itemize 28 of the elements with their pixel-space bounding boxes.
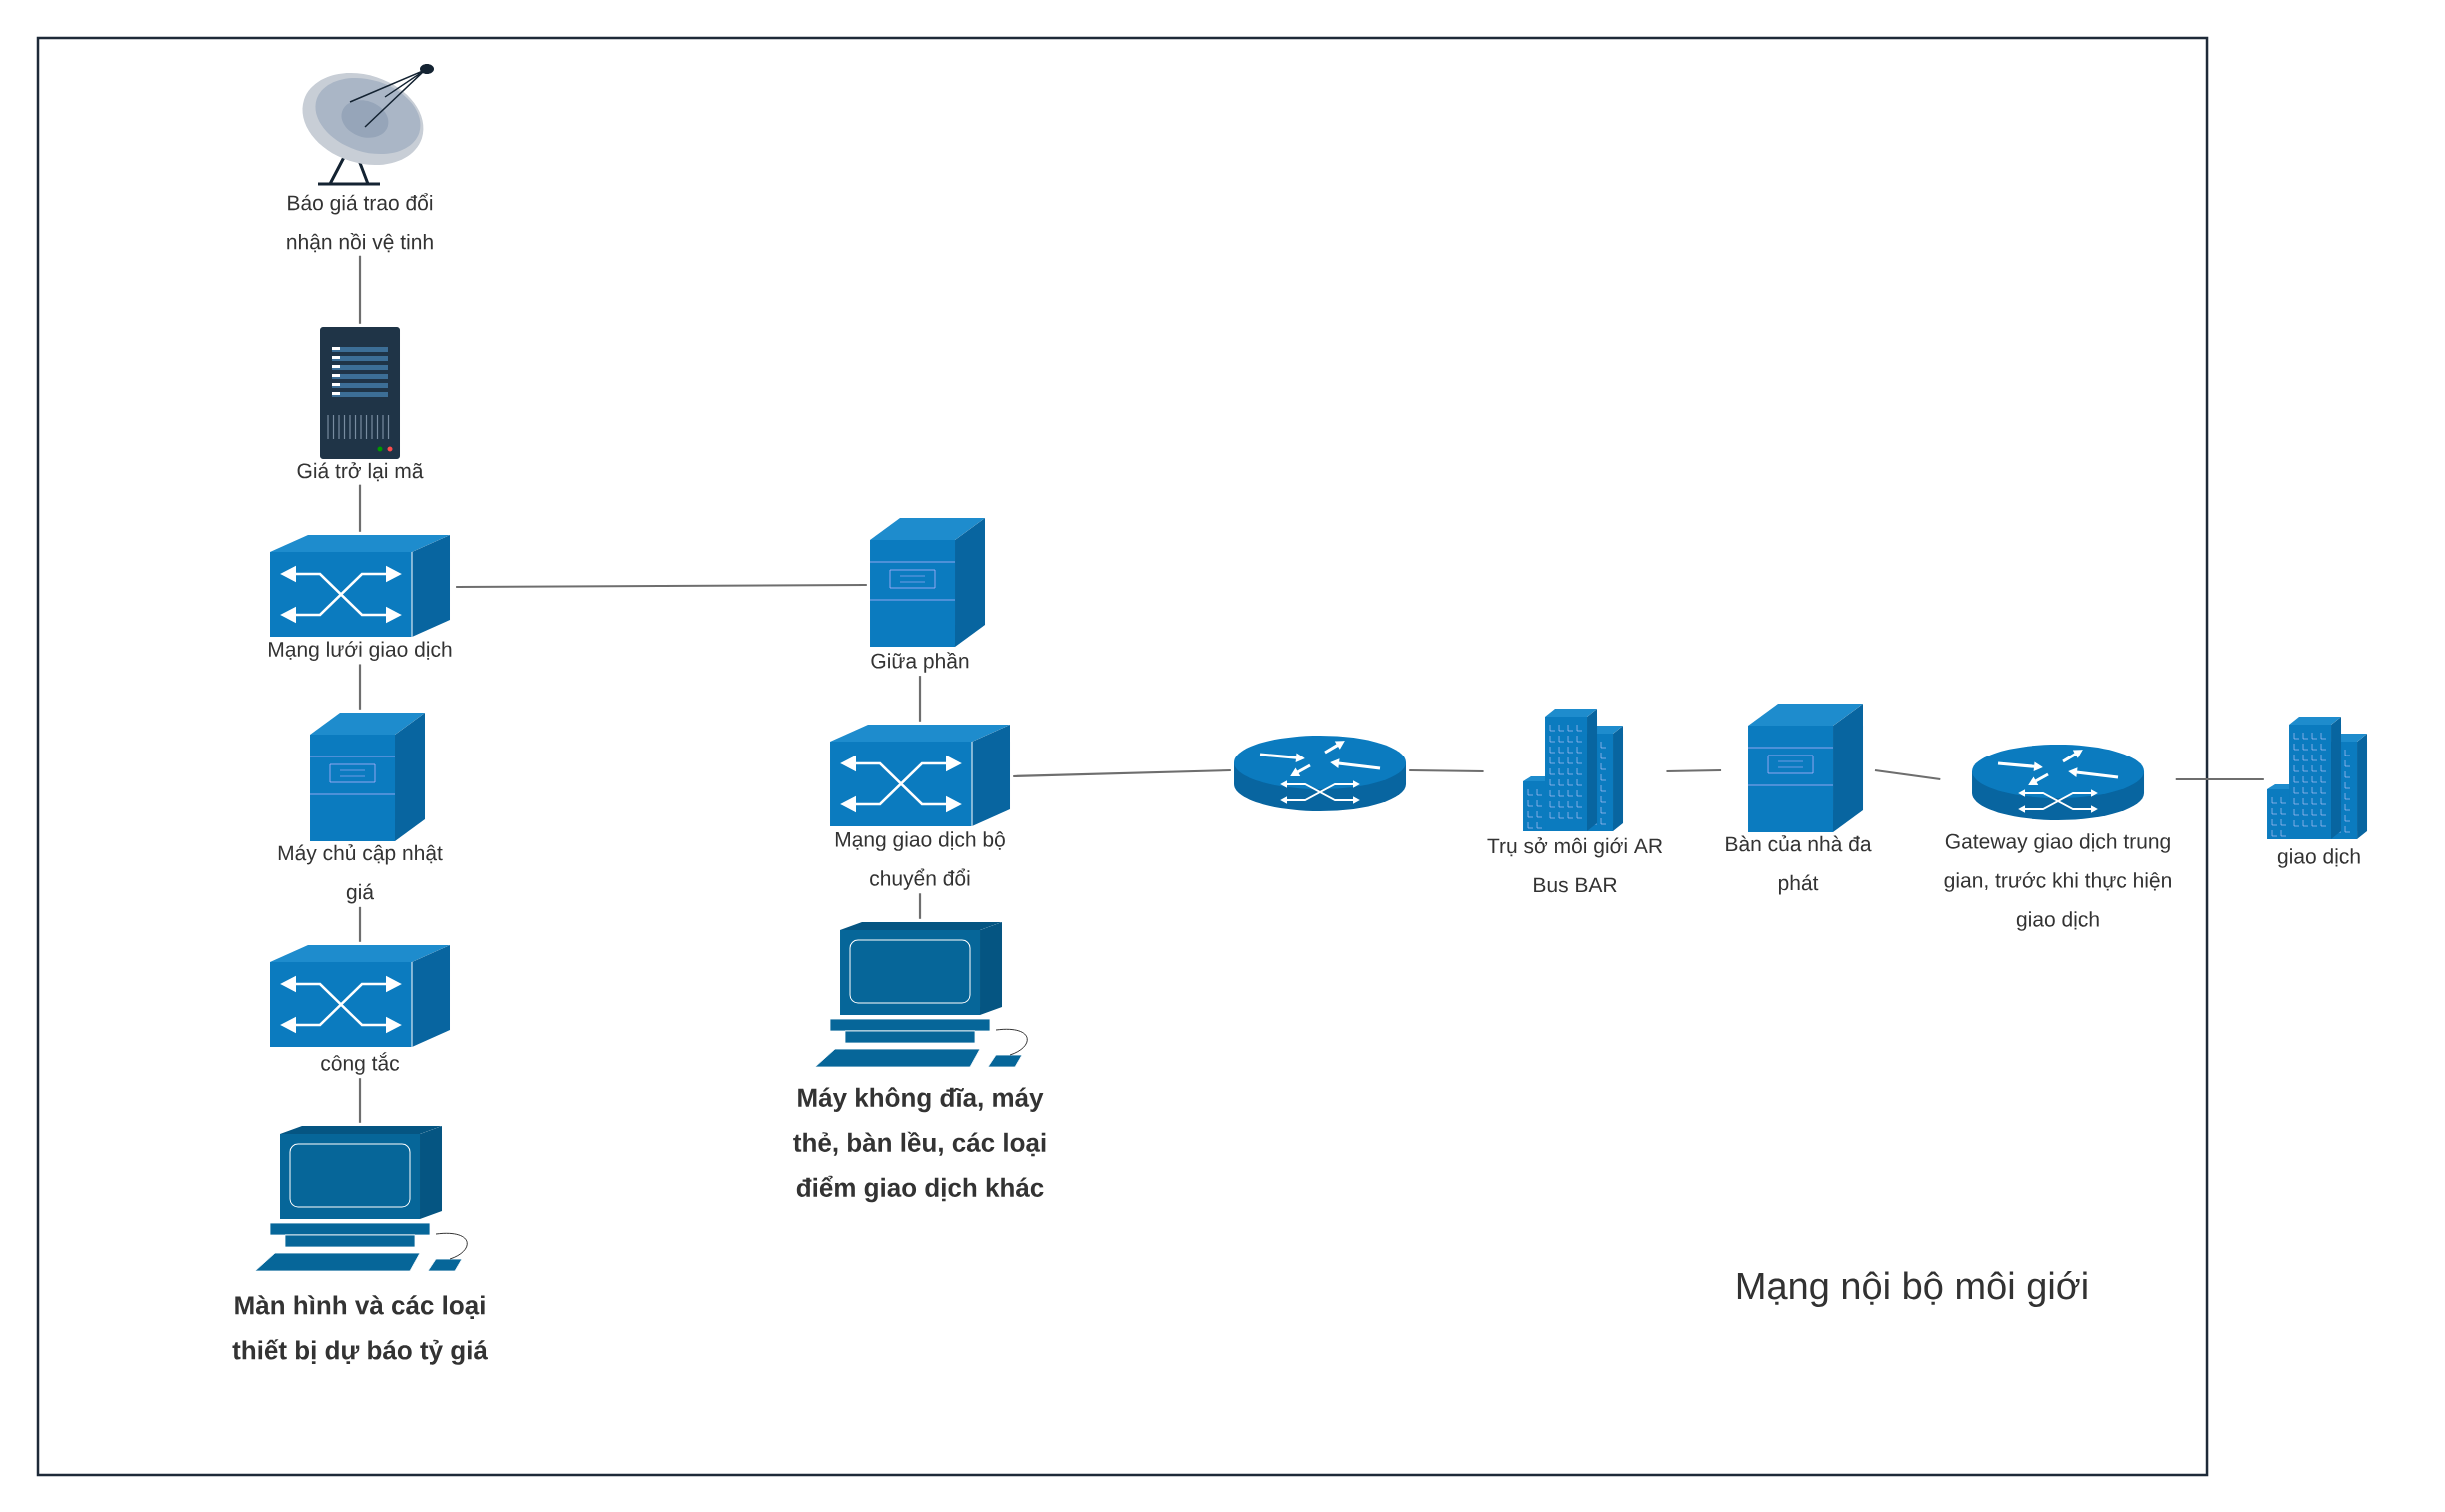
connector-line: [918, 676, 922, 722]
node-label: Giá trở lại mã: [297, 462, 424, 482]
node-label: Bàn của nhà đa phát: [1726, 835, 1872, 895]
connector-line: [358, 906, 362, 942]
connector-line: [1874, 768, 1941, 781]
connector-line: [2175, 777, 2264, 781]
node-label: giao dịch: [2277, 848, 2360, 868]
node-label: Trụ sở môi giới AR Bus BAR: [1487, 837, 1663, 893]
connector-line: [918, 893, 922, 919]
connector-line: [456, 583, 867, 589]
node-label: Mạng giao dịch bộ chuyển đổi: [835, 831, 1005, 890]
connector-line: [358, 255, 362, 324]
connector-line: [1409, 768, 1484, 773]
node-label: Báo giá trao đổi nhận nồi vệ tinh: [287, 193, 433, 253]
connector-line: [358, 1078, 362, 1123]
node-label: Giữa phần: [871, 652, 969, 673]
connector-line: [358, 484, 362, 532]
node-label: Màn hình và các loại thiết bị dự báo tỷ giá: [232, 1295, 488, 1365]
frame-label: Mạng nội bộ môi giới: [1737, 1271, 2087, 1307]
connector-line: [358, 664, 362, 710]
node-label: Mạng lưới giao dịch: [269, 641, 452, 662]
router-icon: [1234, 736, 1406, 811]
node-label: công tắc: [321, 1052, 400, 1075]
node-label: Máy không đĩa, máy thẻ, bàn lều, các loại điểm giao dịch khác: [793, 1087, 1046, 1203]
connector-line: [1666, 768, 1722, 773]
node-label: Máy chủ cập nhật giá: [278, 844, 443, 904]
node-label: Gateway giao dịch trung gian, trước khi thực hiện giao dịch: [1944, 833, 2171, 931]
connector-line: [1013, 768, 1231, 778]
